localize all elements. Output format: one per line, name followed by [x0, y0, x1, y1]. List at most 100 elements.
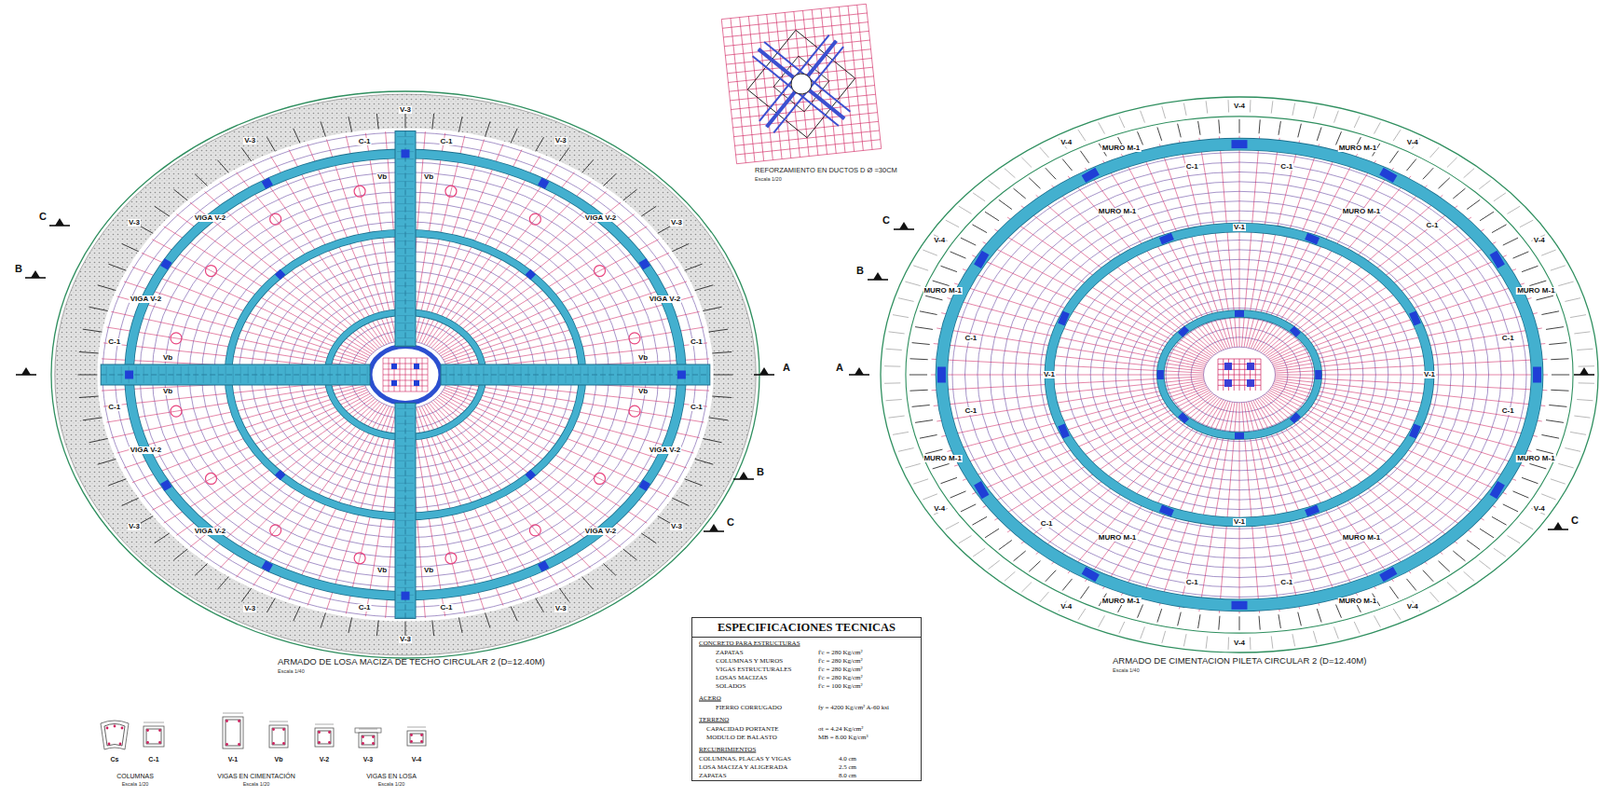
drawing-line [396, 557, 414, 559]
rebar [317, 740, 321, 744]
drawing-line [602, 366, 604, 383]
drawing-line [100, 374, 370, 376]
drawing-line [535, 136, 545, 151]
table-cell: f'c = 100 Kg/cm² [818, 683, 863, 690]
duct-circle [170, 405, 182, 417]
drawing-line [329, 366, 331, 383]
column [1304, 232, 1320, 246]
drawing-line [376, 619, 379, 636]
column [1408, 423, 1422, 438]
column [274, 269, 286, 280]
drawing-line [1336, 604, 1342, 618]
section-label: C-1 [148, 755, 159, 763]
drawing-line [1217, 369, 1261, 370]
section-mark: A [781, 362, 792, 373]
drawing-line [1541, 434, 1559, 438]
rebar [272, 727, 275, 731]
drawing-line [320, 121, 326, 137]
drawing-line [320, 612, 326, 628]
drawing-line [932, 463, 950, 468]
drawing-line [647, 366, 649, 383]
drawing-line [915, 420, 933, 424]
drawing-line [158, 366, 160, 383]
drawing-line [543, 366, 545, 383]
table-cell: VIGAS ESTRUCTURALES [715, 666, 792, 673]
drawing-circle [790, 72, 813, 96]
table-cell: σt = 4.24 Kg/cm² [818, 725, 863, 733]
drawing-line [396, 240, 414, 242]
table-cell: COLUMNAS, PLACAS Y VIGAS [698, 755, 792, 763]
drawing-line [382, 391, 428, 393]
drawing-line [396, 158, 414, 160]
column [1532, 367, 1542, 383]
stirrup [317, 730, 331, 744]
beam-ring [1160, 313, 1318, 436]
slab-flange [355, 727, 382, 733]
scale-note: Escala 1/40 [277, 669, 305, 675]
drawing-line [483, 366, 485, 383]
drawing-line [671, 243, 689, 251]
plan-label: C-1 [438, 137, 453, 146]
drawing-line [241, 147, 251, 161]
drawing-line [154, 533, 170, 544]
drawing-line [1013, 550, 1026, 561]
drawing-line [314, 724, 334, 725]
drawing-line [941, 477, 958, 483]
drawing-line [559, 588, 569, 602]
center-ring [369, 346, 441, 404]
column [639, 258, 651, 270]
drawing-line [1298, 612, 1302, 627]
drawing-line [915, 327, 933, 330]
cross-beam [395, 402, 416, 618]
column [1231, 601, 1248, 610]
drawing-line [505, 366, 507, 383]
drawing-line [344, 366, 346, 383]
drawing-line [225, 366, 227, 383]
rebar [106, 726, 110, 730]
drawing-line [154, 205, 170, 217]
plan-label: MURO M-1 [1338, 144, 1378, 152]
column [391, 363, 397, 370]
drawing-line [396, 188, 414, 190]
drawing-line [671, 497, 689, 506]
drawing-line [1004, 571, 1015, 581]
drawing-line [1541, 249, 1556, 256]
drawing-line [1353, 621, 1360, 634]
drawing-line [925, 449, 943, 454]
column [1234, 432, 1245, 439]
drawing-line [610, 366, 612, 383]
drawing-line [352, 366, 354, 383]
section-arrow [709, 523, 719, 532]
column [537, 560, 549, 572]
duct-circle [529, 213, 541, 225]
drawing-line [266, 136, 275, 151]
drawing-line [1264, 394, 1458, 544]
drawing-line [582, 576, 594, 590]
table-heading: RECUBRIMIENTOS [698, 746, 756, 753]
drawing-line [396, 497, 414, 499]
drawing-line [662, 366, 664, 383]
reinforcement-grid [100, 131, 711, 619]
drawing-line [632, 366, 634, 383]
drawing-line [382, 363, 428, 365]
drawing-line [376, 113, 379, 130]
drawing-line [721, 19, 737, 165]
drawing-line [707, 366, 709, 383]
scale-note: Escala 1/20 [378, 781, 406, 788]
drawing-line [765, 46, 852, 133]
table-heading: ACERO [698, 695, 722, 702]
drawing-line [550, 366, 552, 383]
section-outline [358, 732, 378, 748]
duct-circle [205, 265, 217, 277]
table-cell: 4.0 cm [838, 755, 857, 763]
table-cell: MB = 8.00 Kg/cm³ [818, 734, 869, 741]
drawing-line [1529, 280, 1546, 286]
drawing-line [203, 366, 205, 383]
drawing-line [396, 173, 414, 175]
drawing-line [396, 519, 414, 521]
drawing-line [830, 7, 846, 152]
cross-beam [440, 364, 711, 385]
drawing-line [217, 160, 229, 174]
section-arrow [21, 367, 31, 375]
drawing-line [396, 415, 414, 417]
